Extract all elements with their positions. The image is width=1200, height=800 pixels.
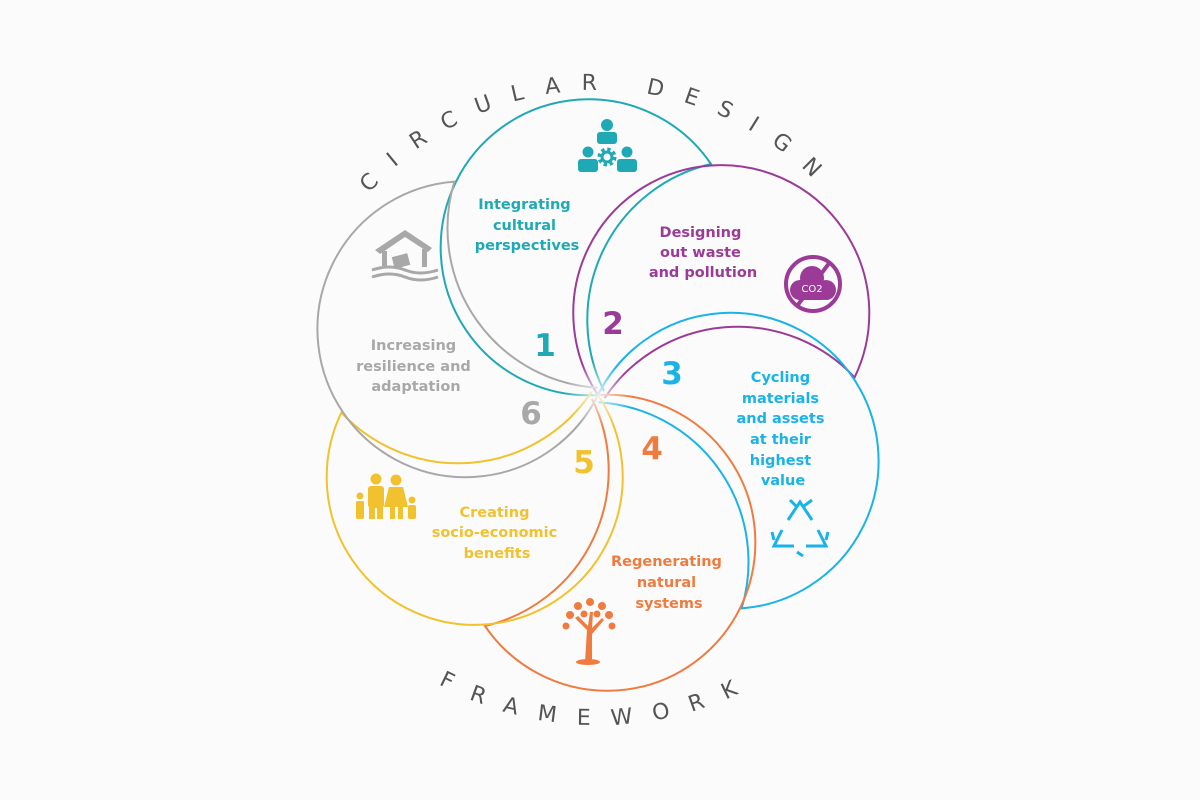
petal-1-number: 1 [534, 328, 556, 364]
title-bottom: FRAMEWORK [436, 667, 761, 731]
petal-outlines [316, 98, 880, 692]
petal-3-label: Cycling materials and assets at their hi… [736, 370, 829, 489]
petal-4-number: 4 [641, 431, 663, 467]
petal-1-label: Integrating cultural perspectives [475, 197, 580, 254]
petal-6-label: Increasing resilience and adaptation [356, 338, 476, 395]
petal-6-increasing-resilience: Increasing resilience and adaptation 6 [356, 230, 542, 432]
petal-2-outline [572, 164, 871, 399]
petal-6-number: 6 [520, 396, 542, 432]
petal-5-socio-economic-benefits: Creating socio-economic benefits 5 [356, 445, 595, 562]
title-bottom-text: FRAMEWORK [436, 667, 740, 731]
petal-2-number: 2 [602, 306, 624, 342]
flooded-house-icon [371, 230, 439, 282]
petal-1-outline [439, 98, 713, 397]
petal-5-outline [325, 391, 624, 626]
petal-3-cycling-materials: Cycling materials and assets at their hi… [661, 356, 830, 558]
co2-icon-text: CO2 [801, 284, 822, 295]
no-co2-icon: CO2 [784, 255, 842, 313]
petal-5-number: 5 [573, 445, 595, 481]
petal-3-outline [597, 311, 880, 610]
petal-1-integrating-cultural-perspectives: Integrating cultural perspectives 1 [475, 119, 637, 364]
tree-icon [562, 598, 616, 665]
petal-2-designing-out-waste: CO2 Designing out waste and pollution 2 [602, 225, 842, 342]
petal-4-regenerating-natural-systems: Regenerating natural systems 4 [562, 431, 727, 665]
petal-5-label: Creating socio-economic benefits [432, 505, 563, 562]
recycle-icon [770, 498, 830, 558]
people-gear-icon [578, 119, 637, 172]
hub-fade [564, 361, 632, 429]
petal-2-label: Designing out waste and pollution [649, 225, 757, 281]
petal-4-label: Regenerating natural systems [611, 554, 727, 612]
petal-4-outline [483, 393, 757, 692]
petal-6-outline [316, 180, 599, 479]
petal-3-number: 3 [661, 356, 683, 392]
family-icon [356, 473, 416, 519]
